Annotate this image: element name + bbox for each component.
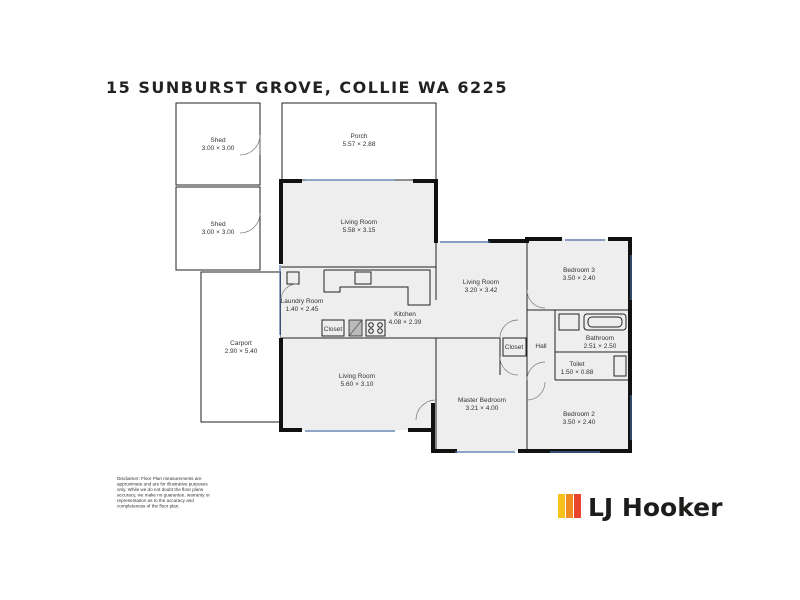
svg-text:Porch: Porch — [351, 133, 368, 140]
interior-walls — [281, 239, 630, 451]
door-swings — [280, 283, 546, 421]
room-label-laundry: Laundry Room 1.40 × 2.45 — [281, 298, 324, 313]
svg-text:Bedroom 3: Bedroom 3 — [563, 267, 595, 274]
hall-label: Hall — [535, 343, 547, 350]
svg-text:3.21 × 4.00: 3.21 × 4.00 — [466, 405, 499, 412]
svg-text:accuracy, we make no guarantee: accuracy, we make no guarantee, warranty… — [117, 493, 210, 498]
disclaimer: Disclaimer: Floor Plan measurements are … — [117, 476, 210, 509]
svg-text:3.00 × 3.00: 3.00 × 3.00 — [202, 229, 235, 236]
svg-text:Living Room: Living Room — [339, 373, 375, 380]
room-label-shed-1: Shed 3.00 × 3.00 — [202, 137, 235, 152]
svg-text:2.90 × 5.40: 2.90 × 5.40 — [225, 348, 258, 355]
svg-text:Carport: Carport — [230, 340, 252, 347]
svg-text:1.50 × 0.88: 1.50 × 0.88 — [561, 369, 594, 376]
svg-text:only. While we do not doubt th: only. While we do not doubt the floor pl… — [117, 487, 204, 492]
svg-text:Bathroom: Bathroom — [586, 335, 614, 342]
svg-text:4.08 × 2.39: 4.08 × 2.39 — [389, 319, 422, 326]
svg-text:Bedroom 2: Bedroom 2 — [563, 411, 595, 418]
carport — [200, 271, 282, 423]
svg-text:5.57 × 2.88: 5.57 × 2.88 — [343, 141, 376, 148]
room-label-living-room-3: Living Room 3.20 × 3.42 — [463, 279, 499, 294]
svg-text:completeness of the floor plan: completeness of the floor plan. — [117, 504, 180, 509]
closet-label-2: Closet — [505, 344, 524, 351]
svg-text:Shed: Shed — [210, 221, 226, 228]
closet-label-1: Closet — [324, 326, 343, 333]
room-label-bathroom: Bathroom 2.51 × 2.50 — [584, 335, 617, 350]
svg-text:approximate and are for illust: approximate and are for illustrative pur… — [117, 482, 208, 487]
room-label-living-room-1: Living Room 5.58 × 3.15 — [341, 219, 377, 234]
room-label-kitchen: Kitchen 4.08 × 2.39 — [389, 311, 422, 326]
svg-text:Laundry Room: Laundry Room — [281, 298, 324, 305]
svg-text:3.20 × 3.42: 3.20 × 3.42 — [465, 287, 498, 294]
windows — [279, 179, 632, 453]
logo-bar-orange — [566, 494, 573, 518]
house-interior — [281, 181, 630, 451]
room-label-shed-2: Shed 3.00 × 3.00 — [202, 221, 235, 236]
shed-2 — [175, 186, 261, 271]
svg-text:5.60 × 3.10: 5.60 × 3.10 — [341, 381, 374, 388]
svg-text:Kitchen: Kitchen — [394, 311, 416, 318]
svg-text:Toilet: Toilet — [569, 361, 584, 368]
exterior-walls — [279, 179, 632, 453]
room-label-porch: Porch 5.57 × 2.88 — [343, 133, 376, 148]
svg-text:3.00 × 3.00: 3.00 × 3.00 — [202, 145, 235, 152]
brand-name: LJ Hooker — [588, 493, 723, 522]
svg-text:Living Room: Living Room — [341, 219, 377, 226]
room-label-master-bedroom: Master Bedroom 3.21 × 4.00 — [458, 397, 506, 412]
room-label-bedroom-3: Bedroom 3 3.50 × 2.40 — [563, 267, 596, 282]
room-label-toilet: Toilet 1.50 × 0.88 — [561, 361, 594, 376]
room-label-carport: Carport 2.90 × 5.40 — [225, 340, 258, 355]
lj-hooker-logo: LJ Hooker — [558, 493, 723, 522]
room-label-living-room-2: Living Room 5.60 × 3.10 — [339, 373, 375, 388]
svg-text:Disclaimer: Floor Plan measure: Disclaimer: Floor Plan measurements are — [117, 476, 202, 481]
property-address-title: 15 SUNBURST GROVE, COLLIE WA 6225 — [106, 78, 508, 97]
shed-1 — [175, 102, 261, 186]
svg-text:3.50 × 2.40: 3.50 × 2.40 — [563, 419, 596, 426]
svg-text:representation as to the accur: representation as to the accuracy and — [117, 498, 194, 503]
room-label-bedroom-2: Bedroom 2 3.50 × 2.40 — [563, 411, 596, 426]
svg-text:Living Room: Living Room — [463, 279, 499, 286]
logo-bar-yellow — [558, 494, 565, 518]
svg-text:3.50 × 2.40: 3.50 × 2.40 — [563, 275, 596, 282]
svg-text:1.40 × 2.45: 1.40 × 2.45 — [286, 306, 319, 313]
svg-text:Master Bedroom: Master Bedroom — [458, 397, 506, 404]
svg-text:Shed: Shed — [210, 137, 226, 144]
logo-bar-red — [574, 494, 581, 518]
svg-text:2.51 × 2.50: 2.51 × 2.50 — [584, 343, 617, 350]
svg-text:5.58 × 3.15: 5.58 × 3.15 — [343, 227, 376, 234]
